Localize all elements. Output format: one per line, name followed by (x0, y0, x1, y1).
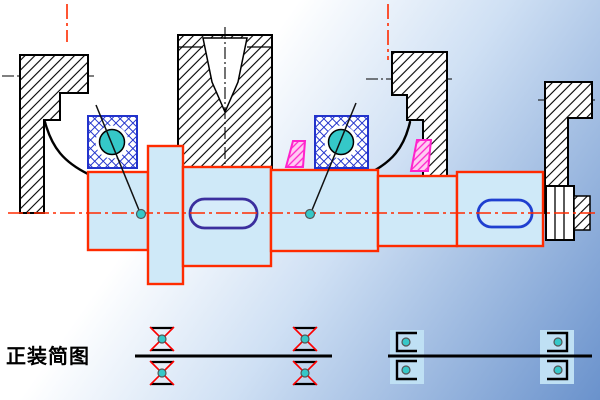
ball-dot (157, 368, 167, 378)
ball-dot (401, 337, 411, 347)
bearing-symbol-right-top (292, 326, 318, 352)
middle-housing-fillet (366, 120, 412, 176)
left-bearing-housing (19, 54, 90, 214)
left-housing-fillet (43, 120, 90, 176)
left-bearing (87, 104, 147, 220)
bearing-symbol-left-top (149, 326, 175, 352)
left-seal (284, 140, 307, 168)
middle-housing-body (391, 51, 448, 177)
centerlines (8, 4, 598, 214)
left-bearing-ball (98, 128, 126, 156)
bearing-bracket (395, 359, 417, 381)
right-bearing (304, 102, 369, 220)
auxiliary-axis-lines (2, 75, 598, 101)
schematic-right (388, 330, 592, 384)
gear (177, 27, 273, 174)
ball-dot (300, 334, 310, 344)
shaft-journal-right (269, 168, 380, 253)
bearing-symbol-left-bottom (149, 360, 175, 386)
ball-dot (401, 365, 411, 375)
caption-label: 正装简图 (6, 346, 90, 368)
ball-dot (553, 365, 563, 375)
bearing-bracket (395, 331, 417, 353)
middle-bearing-housing (366, 51, 448, 177)
bearing-bracket (547, 331, 569, 353)
ball-dot (157, 334, 167, 344)
left-housing-body (19, 54, 89, 214)
right-load-center-dot (304, 208, 316, 220)
bearing-bracket (547, 359, 569, 381)
shaft-step-right (376, 174, 459, 248)
right-bearing-ball (327, 128, 355, 156)
ball-dot (553, 337, 563, 347)
shaft-collar (146, 144, 185, 286)
right-seal (409, 139, 433, 172)
seals (284, 139, 433, 172)
left-load-center-dot (135, 208, 147, 220)
ball-dot (300, 368, 310, 378)
schematic-left (135, 326, 332, 386)
left-contact-line (95, 104, 142, 216)
bearing-symbol-right-bottom (292, 360, 318, 386)
right-contact-line (309, 102, 357, 216)
